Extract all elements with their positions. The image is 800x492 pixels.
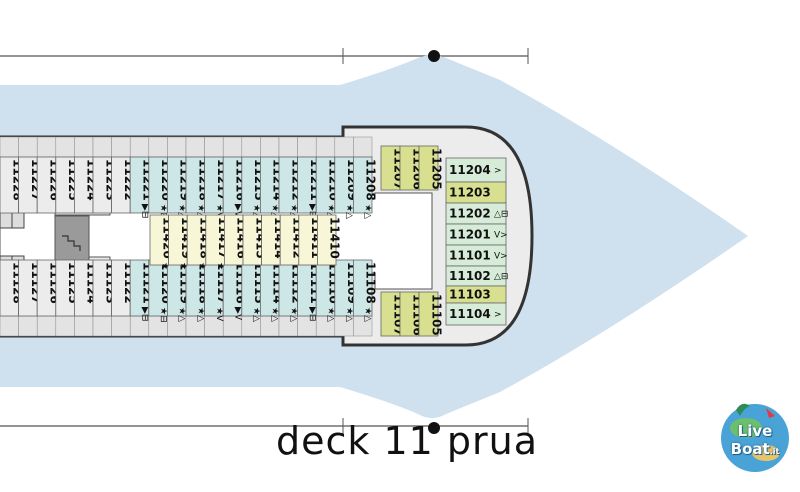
cabin-symbols: ★V	[214, 204, 224, 219]
cabin-symbols: ★	[215, 262, 225, 270]
cabin-11105[interactable]: 11105	[418, 291, 444, 337]
cabin-number: 11105	[430, 294, 444, 336]
cabin-symbols: >	[494, 310, 502, 320]
cabin-11103[interactable]: 11103	[445, 285, 507, 304]
cabin-symbols: ★△	[195, 204, 205, 219]
cabin-11410[interactable]: 11410	[316, 214, 342, 266]
cabin-symbols: ▶⊟	[307, 204, 317, 218]
cabin-symbols: ★△	[251, 307, 261, 322]
cabin-symbols: ★⊟	[158, 307, 168, 323]
cabin-symbols: △⊟	[494, 210, 508, 220]
cabin-symbols: ★	[159, 262, 169, 270]
cabin-symbols: ▶⊟	[140, 307, 150, 321]
cabin-symbols: ★△	[363, 204, 373, 219]
globe-icon	[721, 403, 789, 472]
cabin-symbols: ▶V	[233, 204, 243, 218]
cabin-symbols: ★△	[270, 307, 280, 322]
cabin-symbols: ★△	[288, 204, 298, 219]
cabin-symbols: ★△	[195, 307, 205, 322]
cabin-symbols: ▶⊟	[307, 307, 317, 321]
cabin-symbols: ★	[178, 262, 188, 270]
cabin-number: 11201	[449, 228, 491, 242]
cabin-number: 11202	[449, 207, 491, 221]
balcony-strip-bottom	[0, 315, 373, 337]
cabin-11117[interactable]: 11117★V	[204, 259, 229, 322]
cabin-number: 11102	[449, 269, 491, 283]
cabin-11202[interactable]: 11202△⊟	[445, 202, 508, 225]
cabin-11204[interactable]: 11204>	[445, 157, 507, 183]
cabin-symbols: ★△	[363, 307, 373, 322]
cabin-symbols: ★△	[270, 204, 280, 219]
cabin-number: 11410	[328, 217, 342, 259]
cabin-symbols: ★△	[288, 307, 298, 322]
cabin-11102[interactable]: 11102△⊟	[445, 265, 508, 287]
cabin-symbols: >	[494, 166, 502, 176]
cabin-number: 11208	[364, 159, 378, 201]
cabin-symbols: ★△	[177, 204, 187, 219]
cabin-11203[interactable]: 11203	[445, 181, 507, 204]
cabin-number: 11205	[430, 148, 444, 190]
cabin-symbols: ★△	[326, 307, 336, 322]
cabin-number: 11101	[449, 249, 491, 263]
cabin-number: 11108	[364, 262, 378, 304]
cabin-symbols: ★△	[326, 204, 336, 219]
cabin-number: 11203	[449, 186, 491, 200]
deck-caption: deck 11 prua	[276, 419, 539, 463]
cabin-symbols: ★V	[214, 307, 224, 322]
cabin-symbols: ★△	[177, 307, 187, 322]
cabin-symbols: ★	[197, 262, 207, 270]
cabin-symbols: ★△	[251, 204, 261, 219]
cabin-11108[interactable]: 11108 ★△	[352, 259, 378, 322]
cabin-number: 11104	[449, 307, 491, 321]
cabin-symbols: V>	[494, 231, 508, 241]
cabin-number: 11103	[449, 288, 491, 302]
cabin-11104[interactable]: 11104>	[445, 302, 507, 326]
cabin-symbols: ▶V	[233, 307, 243, 321]
cabin-symbols: ▶⊟	[140, 204, 150, 218]
cabin-number: 11204	[449, 163, 491, 177]
anchor-points	[428, 50, 440, 434]
cabin-11208[interactable]: 11208 ★△	[352, 156, 378, 219]
cabin-symbols: ★△	[344, 204, 354, 219]
balcony-strip-top	[0, 136, 373, 158]
cabin-symbols: V>	[494, 252, 508, 262]
cabin-symbols: ★⊟	[158, 204, 168, 220]
cabin-symbols: ★△	[344, 307, 354, 322]
cabin-symbols: △⊟	[494, 272, 508, 282]
cabin-11205[interactable]: 11205	[418, 145, 444, 191]
